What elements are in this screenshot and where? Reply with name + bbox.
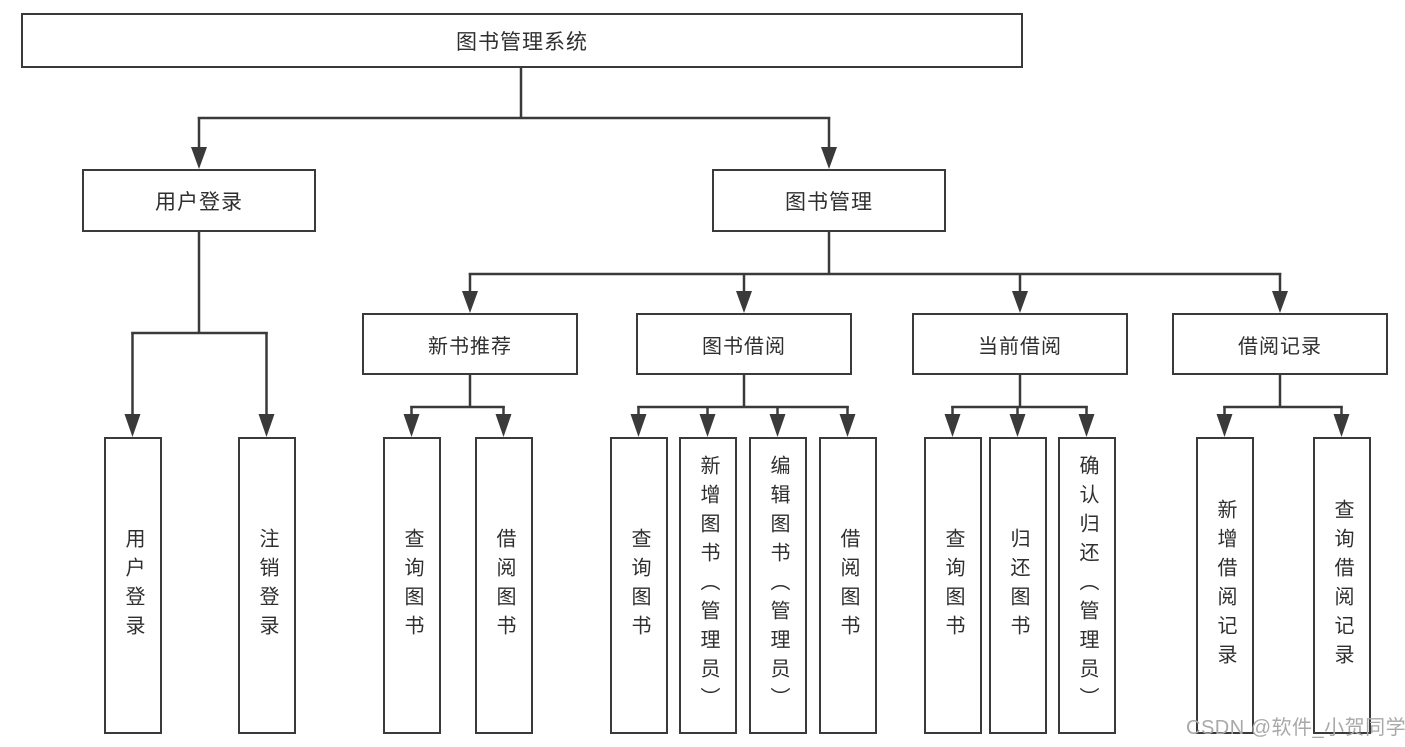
node-book-management: 图书管理 [712,169,946,232]
node-book-borrow: 图书借阅 [636,313,852,375]
edge-borrow-records-to-leaves [1216,375,1350,437]
leaf-label: 查询借阅记录 [1331,498,1353,673]
leaf-label: 查询图书 [628,527,650,644]
leaf-add-borrow-record: 新增借阅记录 [1196,437,1254,734]
leaf-label: 编辑图书（管理员） [767,455,789,716]
leaf-query-borrow-record: 查询借阅记录 [1313,437,1371,734]
csdn-watermark: CSDN @软件_小贺同学 [1186,717,1405,739]
leaf-label: 新增借阅记录 [1214,498,1236,673]
node-label: 当前借阅 [978,335,1062,358]
node-label: 借阅记录 [1238,335,1322,358]
leaf-label: 归还图书 [1007,527,1029,644]
leaf-confirm-return-admin: 确认归还（管理员） [1058,437,1116,734]
edge-book-borrow-to-leaves [630,375,856,437]
node-user-login: 用户登录 [82,169,316,232]
node-label: 图书借阅 [702,335,786,358]
leaf-borrow-books-recommend: 借阅图书 [475,437,533,734]
leaf-user-login: 用户登录 [104,437,162,734]
node-label: 新书推荐 [428,335,512,358]
leaf-label: 借阅图书 [837,527,859,644]
leaf-borrow-books: 借阅图书 [819,437,877,734]
leaf-return-books: 归还图书 [989,437,1047,734]
node-current-borrow: 当前借阅 [912,313,1128,375]
leaf-label: 注销登录 [256,527,278,644]
node-label: 图书管理系统 [456,30,588,54]
edge-root-to-level2 [191,68,837,169]
edge-current-borrow-to-leaves [944,375,1095,437]
leaf-query-books-current: 查询图书 [924,437,982,734]
leaf-edit-books-admin: 编辑图书（管理员） [749,437,807,734]
leaf-add-books-admin: 新增图书（管理员） [679,437,737,734]
node-new-book-recommend: 新书推荐 [362,313,578,375]
leaf-label: 确认归还（管理员） [1076,455,1098,716]
leaf-query-books-borrow: 查询图书 [610,437,668,734]
edge-new-book-recommend-to-leaves [403,375,512,437]
leaf-logout: 注销登录 [238,437,296,734]
node-label: 图书管理 [785,190,873,214]
node-library-management-system: 图书管理系统 [21,13,1023,68]
leaf-label: 用户登录 [122,527,144,644]
node-label: 用户登录 [155,190,243,214]
leaf-label: 新增图书（管理员） [697,455,719,716]
edge-user-login-to-leaves [124,232,275,437]
leaf-label: 借阅图书 [493,527,515,644]
leaf-label: 查询图书 [942,527,964,644]
edge-book-management-to-level3 [462,232,1288,313]
leaf-query-books-recommend: 查询图书 [383,437,441,734]
node-borrow-records: 借阅记录 [1172,313,1388,375]
leaf-label: 查询图书 [401,527,423,644]
